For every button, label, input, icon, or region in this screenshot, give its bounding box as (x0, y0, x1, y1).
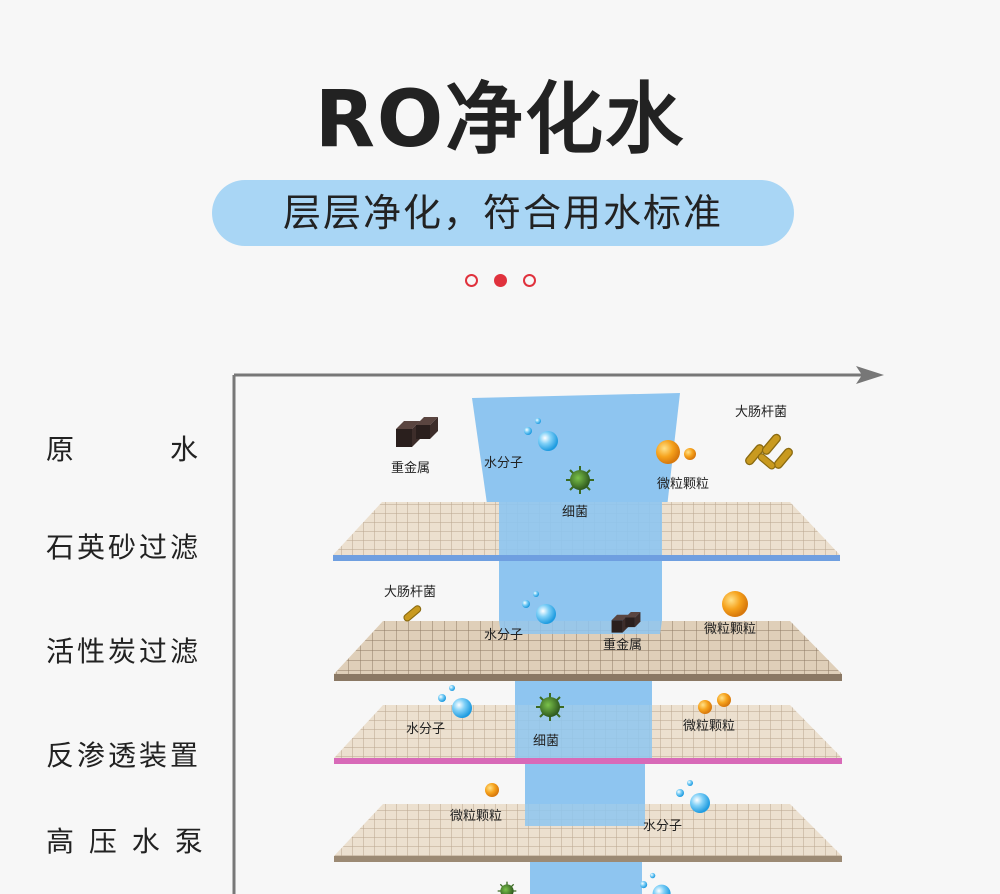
ecoli-icon (743, 432, 795, 471)
water-column-5 (530, 862, 642, 894)
label-water-molecule-2: 水分子 (484, 628, 523, 643)
layer-activated-carbon (334, 621, 842, 681)
dot-3 (523, 274, 536, 287)
subtitle-pill: 层层净化，符合用水标准 (212, 180, 794, 246)
particle-icon-small (684, 448, 696, 460)
axis-arrow (232, 366, 884, 894)
particle-icon-4 (485, 783, 499, 797)
stage-label-reverse-osmosis: 反渗透装置 (46, 739, 202, 772)
water-column-4b (525, 804, 645, 826)
label-bacteria-3: 细菌 (533, 734, 559, 749)
pagination-dots (465, 272, 545, 288)
label-particles-4: 微粒颗粒 (450, 809, 502, 824)
label-heavy-metal-2: 重金属 (603, 637, 642, 653)
page-title: RO净化水 (314, 75, 686, 165)
stage-label-raw-water: 原 水 (46, 433, 202, 466)
particle-icon-2 (722, 591, 748, 617)
layer-high-pressure-pump (334, 804, 842, 862)
particle-icon-3b (717, 693, 731, 707)
water-column-1 (499, 502, 662, 555)
bacteria-icon-5 (497, 881, 517, 894)
stage-label-activated-carbon: 活性炭过滤 (46, 635, 202, 668)
stage-label-high-pressure-pump: 高 压 水 泵 (46, 825, 206, 858)
heavy-metal-icon (396, 417, 438, 447)
label-particles-2: 微粒颗粒 (704, 622, 756, 637)
label-ecoli-2: 大肠杆菌 (384, 585, 436, 600)
stage-label-quartz-sand: 石英砂过滤 (46, 531, 202, 564)
ecoli-icon-2 (402, 603, 423, 623)
label-particles-3: 微粒颗粒 (683, 719, 735, 734)
label-particles-1: 微粒颗粒 (657, 477, 709, 492)
water-column-4 (525, 764, 645, 804)
water-column-top (472, 393, 680, 525)
dot-1 (465, 274, 478, 287)
bacteria-icon-3 (535, 692, 565, 722)
bacteria-icon (565, 465, 595, 495)
label-water-molecule-4: 水分子 (643, 819, 682, 834)
particle-icon (656, 440, 680, 464)
label-heavy-metal-1: 重金属 (391, 460, 430, 476)
particle-icon-3a (698, 700, 712, 714)
dot-2 (494, 274, 507, 287)
label-water-molecule-3: 水分子 (406, 722, 445, 737)
water-column-3b (515, 705, 652, 758)
water-column-3 (515, 681, 652, 705)
label-ecoli-1: 大肠杆菌 (735, 405, 787, 420)
water-molecule-icon-5 (640, 872, 671, 894)
water-column-2 (499, 561, 662, 621)
label-bacteria-1: 细菌 (562, 505, 588, 520)
label-water-molecule-1: 水分子 (484, 456, 523, 471)
